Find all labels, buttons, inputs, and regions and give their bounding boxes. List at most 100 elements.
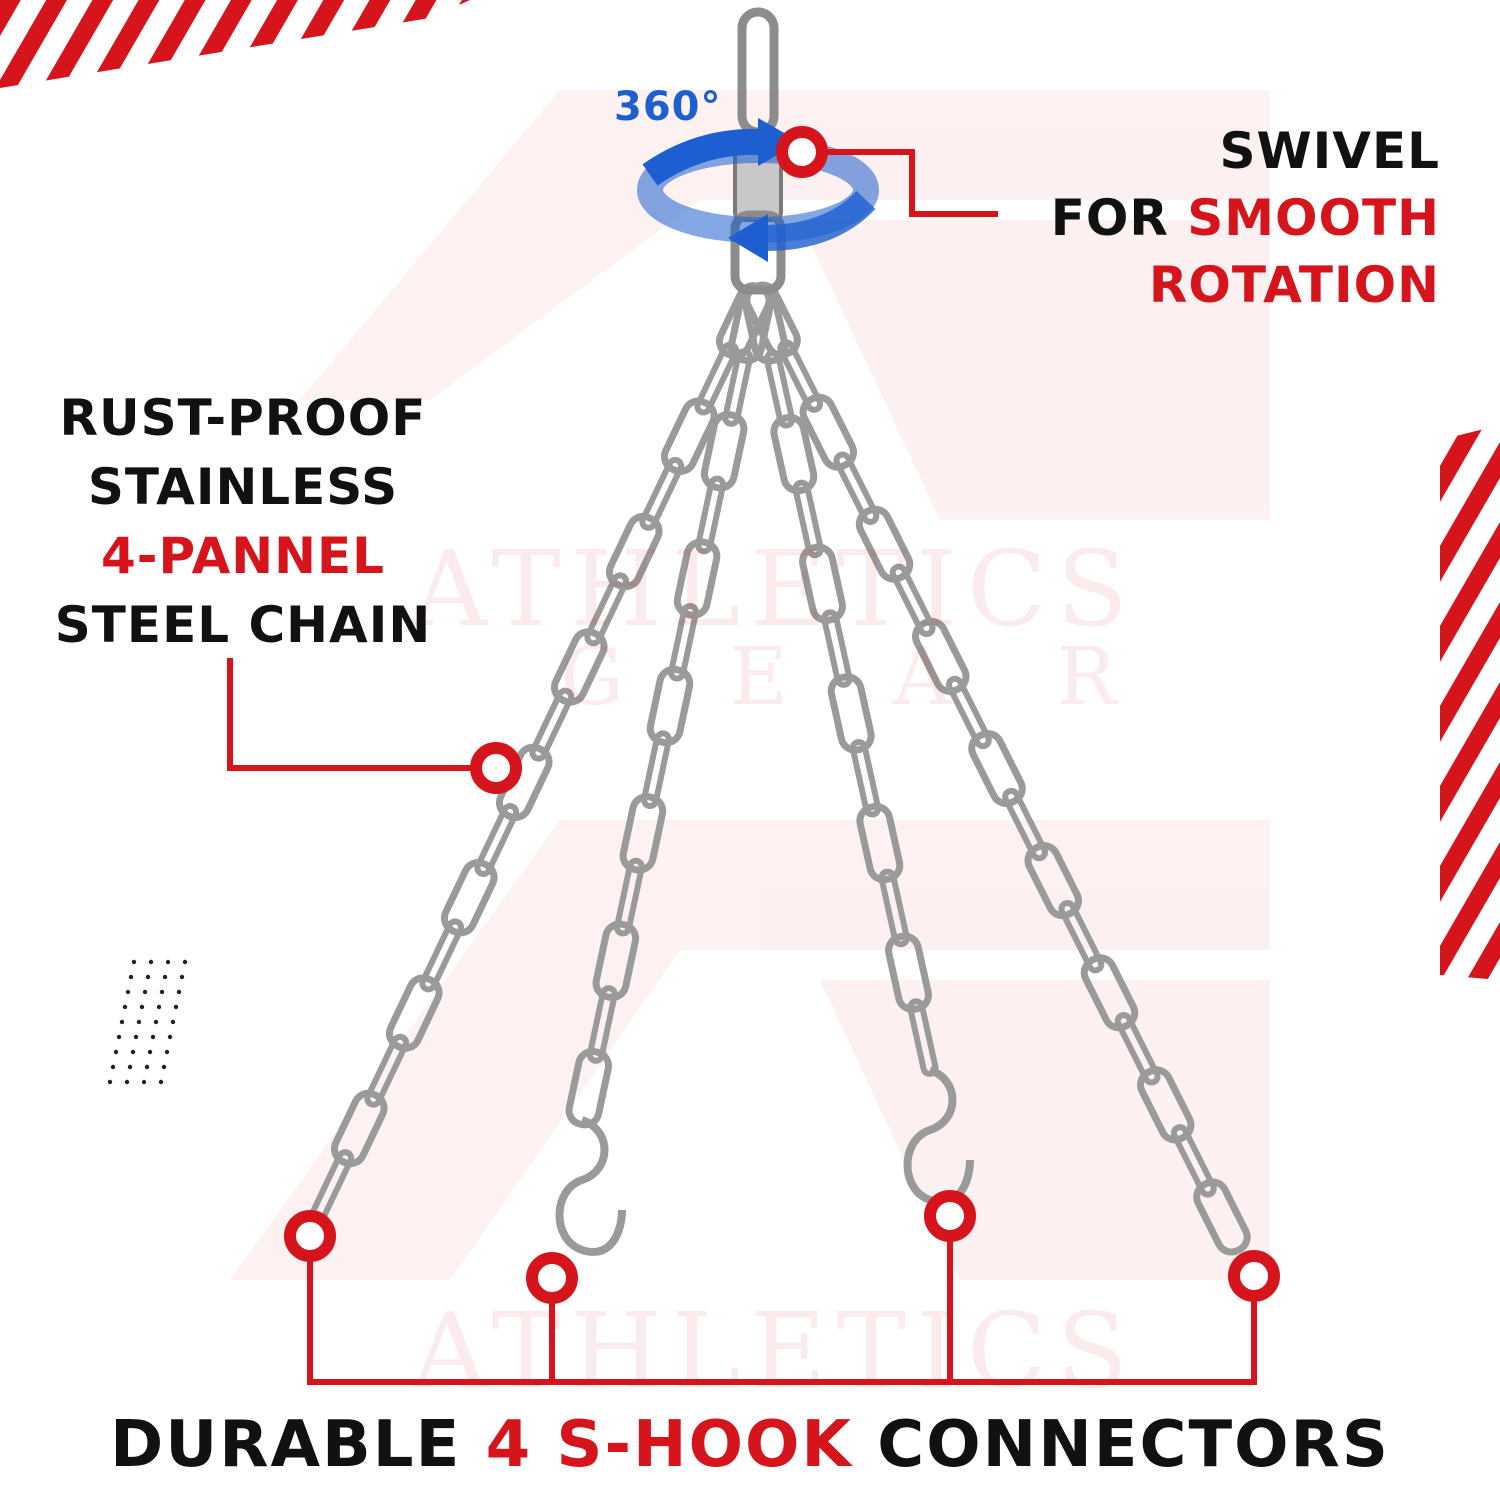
dot xyxy=(116,1034,122,1040)
chain-link xyxy=(856,802,904,884)
chain-link xyxy=(1170,1124,1217,1198)
dot xyxy=(136,1019,142,1025)
chain-link xyxy=(330,1089,388,1168)
chain-link xyxy=(799,543,846,624)
callout-marker-icon xyxy=(526,1252,578,1304)
dot xyxy=(161,1064,167,1070)
chain-link xyxy=(799,393,857,471)
chain-link xyxy=(855,505,914,583)
dot xyxy=(158,1079,164,1085)
chain-link xyxy=(777,339,824,413)
chain-link xyxy=(700,411,748,492)
chain-link xyxy=(440,859,498,937)
chain-link xyxy=(1058,899,1105,974)
chain-link xyxy=(592,920,640,1001)
chain-link xyxy=(619,793,667,874)
swivel-callout: SWIVEL FOR SMOOTH ROTATION xyxy=(1051,118,1440,319)
chain-link xyxy=(419,918,465,993)
chain-link xyxy=(673,538,721,619)
dot xyxy=(131,959,137,965)
dot xyxy=(113,1049,119,1055)
bottom-caption-end: CONNECTORS xyxy=(853,1408,1390,1482)
chain-link xyxy=(1137,1066,1195,1144)
swivel-callout-line2-accent: SMOOTH xyxy=(1187,189,1440,247)
dot xyxy=(167,1034,173,1040)
dot xyxy=(133,1034,139,1040)
dot xyxy=(141,1079,147,1085)
rotation-arrow-icon xyxy=(637,118,879,262)
chain-link xyxy=(885,932,932,1013)
dot-grid-decoration xyxy=(107,959,188,1085)
chain-link xyxy=(770,413,818,495)
chain-link xyxy=(821,609,853,688)
chain-link xyxy=(827,673,875,754)
chain-link xyxy=(639,456,685,531)
dot xyxy=(125,989,131,995)
chain-link xyxy=(792,479,824,559)
chain-callout-line2: STAINLESS xyxy=(87,458,399,516)
dot xyxy=(127,1064,133,1070)
chain-link xyxy=(1114,1012,1161,1086)
s-hook-icon xyxy=(555,1116,626,1256)
dot xyxy=(122,1004,128,1010)
chain-link xyxy=(912,617,970,695)
chain-link xyxy=(968,729,1026,808)
callout-marker-icon xyxy=(470,742,522,794)
swivel-callout-line2-plain: FOR xyxy=(1050,189,1188,247)
dot xyxy=(144,1064,150,1070)
chain-link xyxy=(1024,842,1082,920)
chain-icon xyxy=(309,281,1251,1256)
dot xyxy=(142,989,148,995)
chain-link xyxy=(385,974,443,1052)
dot xyxy=(182,959,188,965)
dot xyxy=(124,1079,130,1085)
dot xyxy=(148,959,154,965)
callout-markers xyxy=(284,126,1280,1304)
dot xyxy=(162,974,168,980)
rotation-degree-label: 360° xyxy=(614,84,722,130)
dot xyxy=(139,1004,145,1010)
chain-link xyxy=(833,451,880,525)
chain-link xyxy=(586,985,618,1064)
chain-callout-line4: STEEL CHAIN xyxy=(54,596,432,654)
dot xyxy=(173,1004,179,1010)
chain-callout: RUST-PROOF STAINLESS 4-PANNEL STEEL CHAI… xyxy=(38,384,448,660)
dot xyxy=(128,974,134,980)
dot xyxy=(130,1049,136,1055)
chain-link xyxy=(565,1047,613,1129)
dot xyxy=(119,1019,125,1025)
stripe-decoration xyxy=(1440,425,1500,980)
chain-link xyxy=(945,675,992,750)
chain-link xyxy=(1193,1178,1251,1256)
callout-marker-icon xyxy=(776,126,828,178)
chain-link xyxy=(584,572,630,647)
swivel-callout-line3: ROTATION xyxy=(1148,256,1440,314)
dot xyxy=(110,1064,116,1070)
dot xyxy=(156,1004,162,1010)
dot xyxy=(164,1049,170,1055)
chain-link xyxy=(878,868,910,948)
dot xyxy=(153,1019,159,1025)
chain-link xyxy=(668,602,699,682)
chain-link xyxy=(550,628,608,706)
dot xyxy=(145,974,151,980)
chain-link xyxy=(849,738,882,818)
dot xyxy=(107,1079,113,1085)
chain-link xyxy=(695,475,727,555)
chain-callout-line3: 4-PANNEL xyxy=(100,527,385,585)
bottom-caption-accent: 4 S-HOOK xyxy=(485,1408,853,1482)
bottom-caption-start: DURABLE xyxy=(110,1408,486,1482)
callout-marker-icon xyxy=(924,1190,976,1242)
chain-link xyxy=(889,563,936,638)
dot xyxy=(170,1019,176,1025)
dot xyxy=(176,989,182,995)
chain-link xyxy=(364,1033,410,1108)
chain-link xyxy=(613,857,645,937)
watermark-sub-text: G E A R xyxy=(560,630,1157,723)
chain-link xyxy=(646,665,694,747)
dot xyxy=(165,959,171,965)
swivel-callout-line1: SWIVEL xyxy=(1219,122,1440,180)
watermark-brand-text: ATHLETICS xyxy=(412,1290,1138,1412)
